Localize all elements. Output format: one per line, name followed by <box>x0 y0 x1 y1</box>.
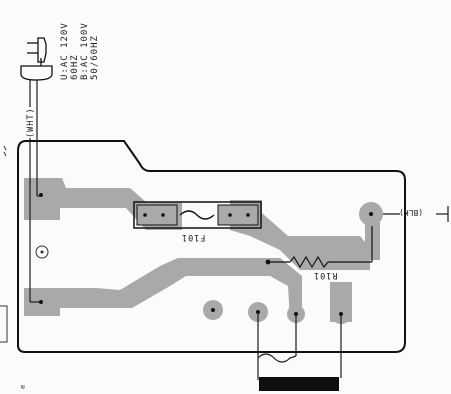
edge-marks <box>3 145 7 157</box>
power-spec-line-3: B:AC 100V <box>80 22 90 80</box>
ac-plug-icon <box>20 37 53 81</box>
power-spec-line-4: 50/60HZ <box>90 35 100 80</box>
page-mark: m <box>21 383 25 390</box>
power-spec-line-1: U:AC 120V <box>60 22 70 80</box>
pad-holes <box>39 193 373 316</box>
switch-wire-icon <box>257 353 297 363</box>
fuse-label: F101 <box>181 232 206 242</box>
resistor-label: R101 <box>313 270 338 280</box>
copper-traces <box>24 178 380 322</box>
black-wire-label: (BLK) <box>399 208 424 217</box>
trace-lower <box>24 258 302 320</box>
resistor-symbol <box>265 226 373 269</box>
switch-block <box>259 377 339 391</box>
white-wire-label: (WHT) <box>26 107 36 138</box>
trace-right <box>230 200 370 270</box>
lower-wiring <box>257 312 342 380</box>
resistor-zigzag-icon <box>289 255 329 269</box>
test-point-icon <box>35 245 49 259</box>
fuse-holder <box>133 201 262 229</box>
fuse-symbol-icon <box>179 210 215 220</box>
black-wire <box>383 206 449 222</box>
pcb-board-outline <box>17 140 406 353</box>
power-spec-line-2: 60HZ <box>70 54 80 80</box>
edge-connector <box>0 305 8 343</box>
